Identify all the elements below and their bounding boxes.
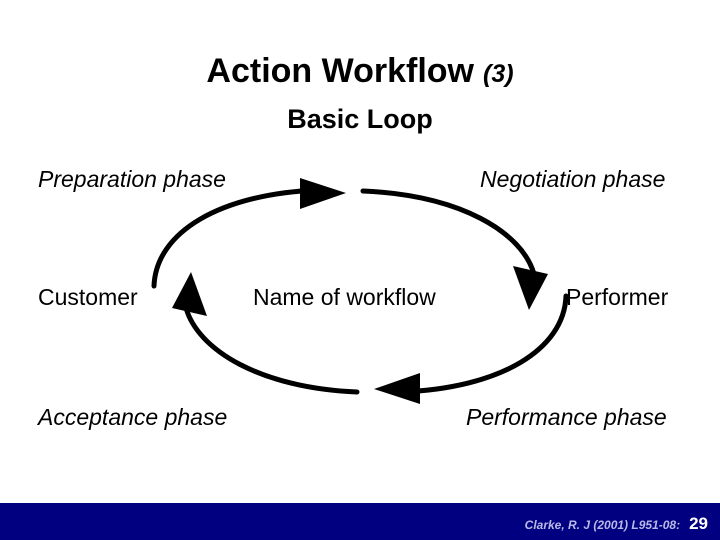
arrow-left <box>172 272 360 395</box>
page-title: Action Workflow (3) <box>0 52 720 91</box>
label-acceptance-phase: Acceptance phase <box>38 404 228 430</box>
title-main-text: Action Workflow <box>206 52 475 90</box>
arrow-right <box>360 188 548 310</box>
action-workflow-loop-diagram: Preparation phase Negotiation phase Cust… <box>0 150 720 450</box>
footer-citation: Clarke, R. J (2001) L951-08: <box>524 518 681 532</box>
footer-content: Clarke, R. J (2001) L951-08: 29 <box>525 514 708 534</box>
arrow-top <box>151 178 346 289</box>
subtitle-text: Basic Loop <box>287 104 433 134</box>
label-customer: Customer <box>38 284 138 310</box>
page-subtitle: Basic Loop <box>0 104 720 135</box>
title-suffix-text: (3) <box>483 60 514 88</box>
footer-page-number: 29 <box>689 514 708 533</box>
label-performer: Performer <box>566 284 669 310</box>
footer-bar: Clarke, R. J (2001) L951-08: 29 <box>0 503 720 540</box>
label-name-of-workflow: Name of workflow <box>253 284 436 310</box>
loop-arcs-svg <box>151 178 569 404</box>
label-preparation-phase: Preparation phase <box>38 166 226 192</box>
label-negotiation-phase: Negotiation phase <box>480 166 666 192</box>
label-performance-phase: Performance phase <box>466 404 667 430</box>
arrow-bottom <box>374 293 569 404</box>
